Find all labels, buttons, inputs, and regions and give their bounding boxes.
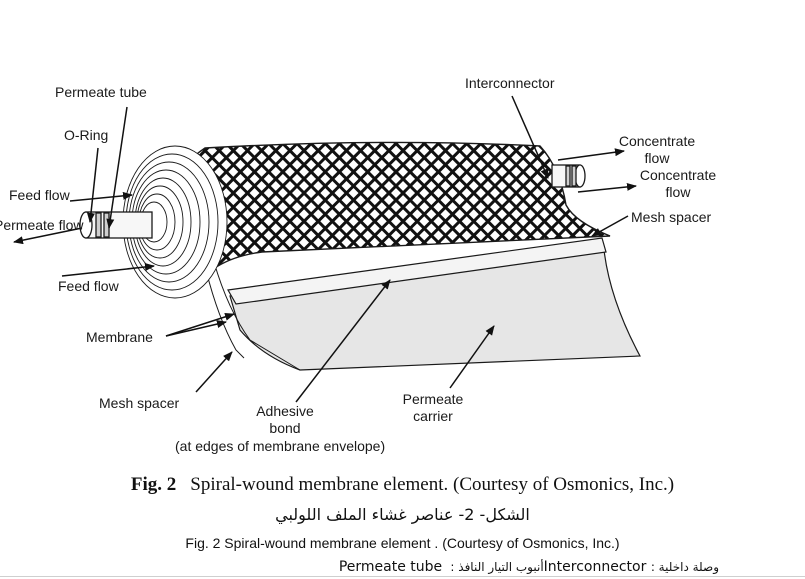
- spiral-end-face: [122, 145, 228, 299]
- label-permeate-carrier-line1: Permeate: [402, 391, 464, 407]
- label-concentrate-flow-2: Concentrate flow: [636, 167, 720, 201]
- label-mesh-spacer-right: Mesh spacer: [631, 209, 712, 225]
- english-caption: Fig. 2 Spiral-wound membrane element . (…: [185, 535, 620, 551]
- figure-number: Fig. 2: [130, 474, 177, 495]
- membrane-sheet: [213, 261, 301, 371]
- label-o-ring: O-Ring: [64, 127, 109, 143]
- glossary-en-2: Permeate tube: [338, 559, 443, 575]
- label-adhesive-note: (at edges of membrane envelope): [175, 438, 386, 454]
- glossary-ar-1: وصلة داخلية :: [650, 560, 719, 574]
- label-mesh-spacer-left: Mesh spacer: [99, 395, 180, 411]
- glossary-en-1: Interconnector: [543, 559, 647, 575]
- label-concentrate-flow-1: Concentrate flow: [615, 133, 699, 167]
- arrow-o-ring: [86, 147, 99, 223]
- arrow-concentrate-flow-1: [557, 148, 625, 161]
- arrow-concentrate-flow-2: [577, 182, 637, 193]
- figure-caption: Fig. 2 Spiral-wound membrane element. (Co…: [0, 474, 805, 496]
- label-concentrate-flow-2-line1: Concentrate: [639, 167, 717, 183]
- leader-lines: [13, 95, 637, 403]
- figure-caption-text: Spiral-wound membrane element. (Courtesy…: [190, 474, 675, 495]
- interconnector-right: [551, 164, 586, 188]
- arrow-feed-flow-bottom: [61, 262, 155, 277]
- bottom-divider: [0, 576, 805, 577]
- arrow-mesh-spacer-right: [591, 215, 629, 237]
- label-adhesive-bond: Adhesive bond: [230, 403, 340, 437]
- label-adhesive-bond-line2: bond: [269, 420, 301, 436]
- permeate-carrier-sheet: [229, 249, 641, 371]
- label-feed-flow-bottom: Feed flow: [58, 278, 119, 294]
- arabic-caption: الشكل- 2- عناصر غشاء الملف اللولبي: [275, 505, 530, 524]
- adhesive-bond-strip: [227, 237, 607, 305]
- label-membrane: Membrane: [86, 329, 153, 345]
- label-adhesive-bond-line1: Adhesive: [256, 403, 314, 419]
- arrow-permeate-flow: [13, 227, 83, 245]
- arrow-mesh-spacer-left: [195, 351, 233, 393]
- label-permeate-carrier: Permeate carrier: [398, 391, 468, 425]
- label-concentrate-flow-1-line2: flow: [644, 150, 670, 166]
- label-permeate-carrier-line2: carrier: [413, 408, 453, 424]
- spiral-wound-membrane-diagram: [13, 95, 641, 403]
- label-feed-flow-top: Feed flow: [9, 187, 70, 203]
- arrow-membrane-1: [165, 312, 235, 337]
- arrow-interconnector: [511, 95, 549, 179]
- arrow-feed-flow-top: [69, 191, 133, 202]
- permeate-tube-left: [79, 211, 153, 239]
- label-permeate-flow: Permeate flow: [0, 217, 84, 233]
- label-permeate-tube: Permeate tube: [55, 84, 147, 100]
- arrow-membrane-2: [165, 320, 227, 337]
- label-interconnector: Interconnector: [465, 75, 555, 91]
- label-concentrate-flow-2-line2: flow: [665, 184, 691, 200]
- arrow-permeate-carrier: [449, 325, 495, 389]
- label-concentrate-flow-1-line1: Concentrate: [618, 133, 696, 149]
- glossary-ar-2: أنبوب التيار النافذ :: [446, 560, 544, 574]
- glossary-line: Permeate tube أنبوب التيار النافذ : Inte…: [339, 559, 719, 575]
- arrow-permeate-tube: [106, 106, 128, 229]
- arrow-adhesive-bond: [295, 279, 391, 403]
